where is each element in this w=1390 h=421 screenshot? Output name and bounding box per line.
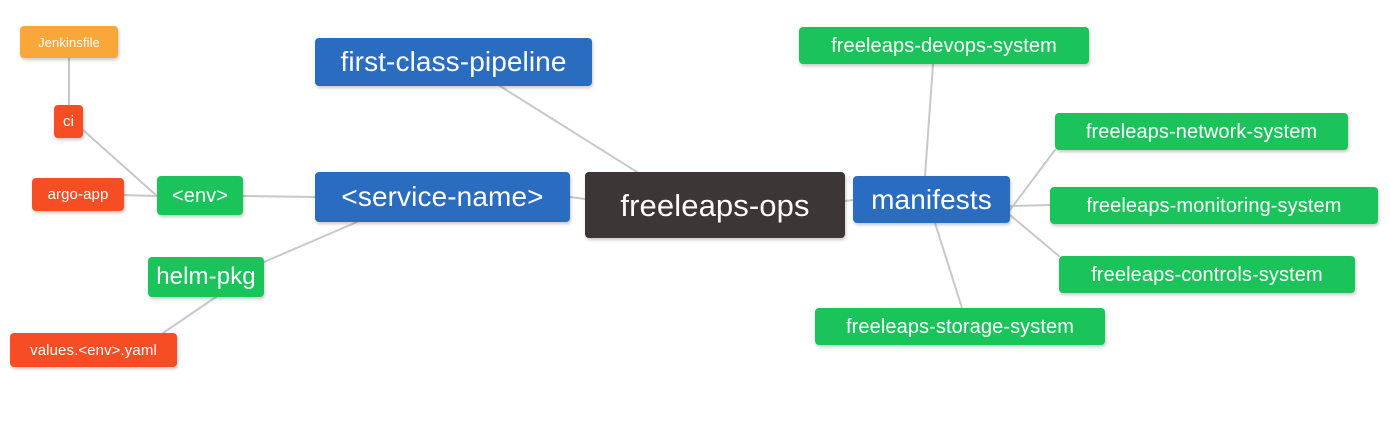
mindmap-node-freeleaps-controls-system[interactable]: freeleaps-controls-system — [1059, 256, 1355, 293]
mindmap-node-ci[interactable]: ci — [54, 105, 83, 138]
node-label: freeleaps-devops-system — [831, 34, 1057, 57]
node-label: freeleaps-network-system — [1085, 120, 1318, 143]
node-label: freeleaps-monitoring-system — [1086, 194, 1342, 217]
mindmap-node-first-class-pipeline[interactable]: first-class-pipeline — [315, 38, 592, 86]
edge-first-class-pipeline-to-freeleaps-ops — [499, 85, 638, 173]
mindmap-node-argo-app[interactable]: argo-app — [32, 178, 124, 211]
node-label: Jenkinsfile — [38, 34, 100, 50]
mindmap-node-helm-pkg[interactable]: helm-pkg — [148, 257, 264, 297]
edge-manifests-to-freeleaps-monitoring-system — [1009, 204, 1051, 207]
mindmap-node-freeleaps-monitoring-system[interactable]: freeleaps-monitoring-system — [1050, 187, 1378, 224]
mindmap-node-freeleaps-ops[interactable]: freeleaps-ops — [585, 172, 845, 238]
edge-manifests-to-freeleaps-storage-system — [934, 222, 963, 309]
node-label: freeleaps-ops — [620, 187, 810, 223]
node-label: freeleaps-storage-system — [845, 315, 1075, 338]
mindmap-node-freeleaps-storage-system[interactable]: freeleaps-storage-system — [815, 308, 1105, 345]
edge-argo-app-to-env — [123, 194, 158, 197]
node-label: helm-pkg — [156, 263, 256, 290]
edge-manifests-to-freeleaps-devops-system — [924, 63, 934, 177]
node-label: first-class-pipeline — [340, 46, 567, 77]
mindmap-node-jenkinsfile[interactable]: Jenkinsfile — [20, 26, 118, 58]
edge-env-to-service-name — [242, 195, 316, 198]
mindmap-node-freeleaps-devops-system[interactable]: freeleaps-devops-system — [799, 27, 1089, 64]
edge-freeleaps-ops-to-manifests — [844, 199, 854, 202]
mindmap-node-env[interactable]: <env> — [157, 176, 243, 215]
mindmap-node-freeleaps-network-system[interactable]: freeleaps-network-system — [1055, 113, 1348, 150]
node-label: manifests — [871, 183, 992, 215]
node-label: argo-app — [47, 186, 109, 203]
edge-service-name-to-freeleaps-ops — [569, 196, 586, 200]
node-label: freeleaps-controls-system — [1091, 263, 1323, 286]
node-label: <service-name> — [341, 181, 544, 212]
edge-manifests-to-freeleaps-network-system — [1009, 149, 1056, 211]
node-label: <env> — [171, 184, 229, 207]
mindmap-node-service-name[interactable]: <service-name> — [315, 172, 570, 222]
mindmap-node-manifests[interactable]: manifests — [853, 176, 1010, 223]
edge-values-env-yaml-to-helm-pkg — [162, 296, 217, 334]
edge-helm-pkg-to-service-name — [263, 221, 358, 263]
mindmap-node-values-env-yaml[interactable]: values.<env>.yaml — [10, 333, 177, 367]
node-label: ci — [62, 113, 75, 130]
node-label: values.<env>.yaml — [30, 341, 157, 359]
